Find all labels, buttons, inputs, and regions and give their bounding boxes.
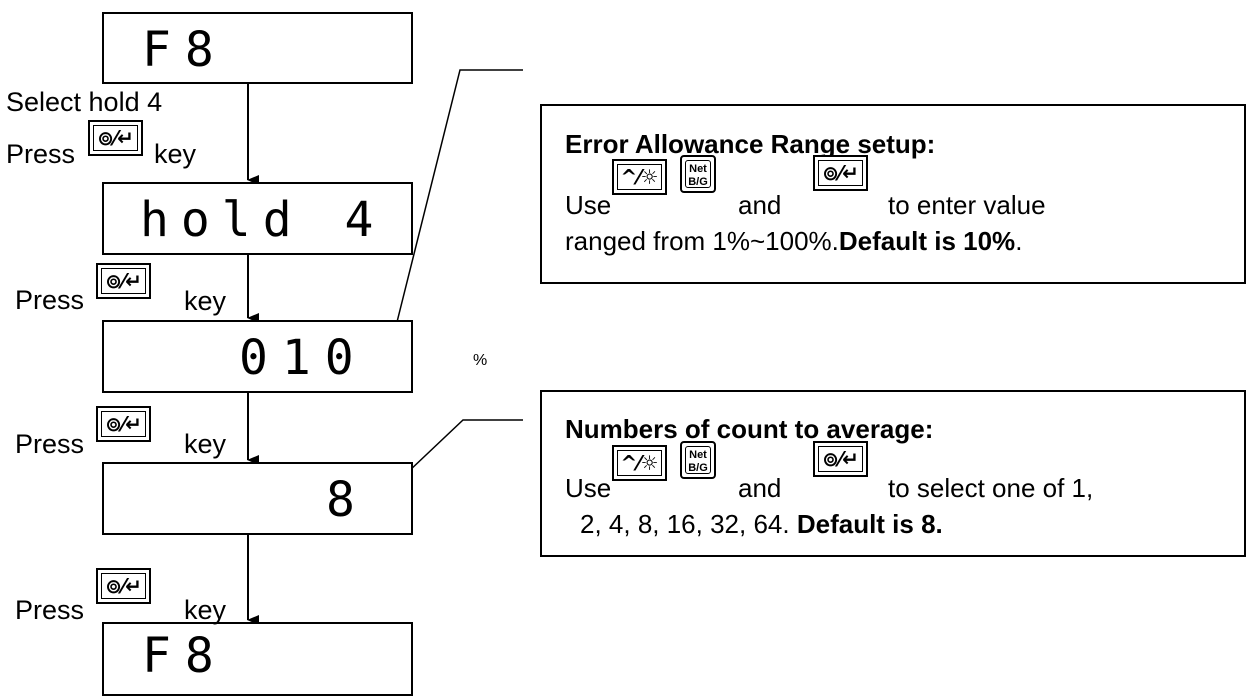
display-value: 8: [326, 472, 369, 528]
step-select-label: Select hold 4: [6, 87, 163, 117]
enter-key-icon: ⊚⁄↵: [813, 441, 868, 477]
callout-options-text: 2, 4, 8, 16, 32, 64. Default is 8.: [580, 509, 943, 539]
up-light-key-icon: ^⁄☼: [612, 159, 667, 195]
callout-and-label: and: [738, 473, 782, 503]
display-value: hold 4: [140, 192, 386, 248]
step-key-label: key: [184, 595, 227, 625]
leader-line-count-average: [388, 419, 523, 491]
display-error-range: 010 %: [102, 320, 487, 393]
up-light-key-icon: ^⁄☼: [612, 445, 667, 481]
enter-key-icon: ⊚⁄↵: [96, 406, 151, 442]
step-key-label: key: [184, 429, 227, 459]
display-f8-top: F8: [102, 12, 413, 84]
step-press-label: Press: [15, 429, 85, 459]
enter-key-icon: ⊚⁄↵: [813, 155, 868, 191]
display-hold4: hold 4: [102, 182, 413, 255]
enter-key-icon: ⊚⁄↵: [96, 263, 151, 299]
display-value: 010: [239, 330, 368, 386]
callout-title: Error Allowance Range setup:: [565, 129, 936, 159]
step-key-label: key: [154, 139, 197, 169]
display-f8-bottom: F8: [102, 622, 413, 696]
callout-error-range: Error Allowance Range setup: Use ^⁄☼ Net…: [540, 104, 1246, 284]
percent-unit: %: [473, 352, 488, 369]
leader-line-error-range: [395, 69, 523, 327]
display-value: F8: [142, 22, 228, 78]
callout-and-label: and: [738, 190, 782, 220]
step-press-label: Press: [15, 595, 85, 625]
callout-count-average: Numbers of count to average: Use ^⁄☼ Net…: [540, 390, 1246, 557]
display-count-average: 8: [102, 462, 413, 535]
enter-key-icon: ⊚⁄↵: [88, 120, 143, 156]
callout-range-text: ranged from 1%~100%.Default is 10%.: [565, 226, 1023, 256]
step-press-label: Press: [6, 139, 76, 169]
callout-action-text: to select one of 1,: [888, 473, 1094, 503]
callout-action-text: to enter value: [888, 190, 1046, 220]
display-value: F8: [142, 628, 228, 684]
callout-title: Numbers of count to average:: [565, 414, 934, 444]
step-key-label: key: [184, 286, 227, 316]
enter-key-icon: ⊚⁄↵: [96, 568, 151, 604]
callout-use-label: Use: [565, 473, 612, 503]
step-press-label: Press: [15, 285, 85, 315]
callout-use-label: Use: [565, 190, 612, 220]
